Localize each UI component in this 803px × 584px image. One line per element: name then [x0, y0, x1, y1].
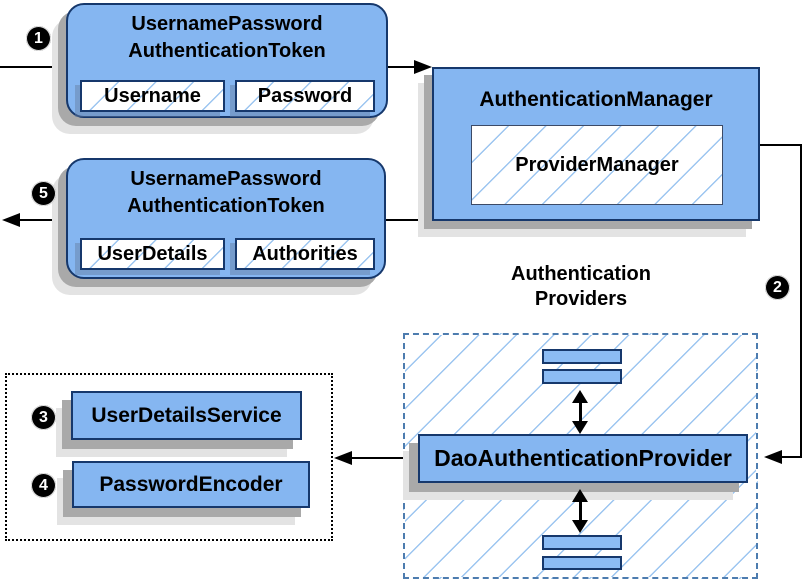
response-token-node: UsernamePassword AuthenticationToken Use… — [66, 158, 386, 279]
user-details-service-node: UserDetailsService — [71, 391, 302, 440]
step-5-badge: 5 — [31, 181, 56, 206]
authentication-manager-node: AuthenticationManager ProviderManager — [432, 67, 760, 221]
user-details-service-label: UserDetailsService — [91, 403, 282, 427]
provider-stack-bar-icon — [542, 369, 622, 384]
double-arrow-icon — [572, 390, 588, 434]
dao-authentication-provider-label: DaoAuthenticationProvider — [434, 445, 732, 471]
step-5-number: 5 — [39, 184, 48, 202]
step-4-number: 4 — [39, 476, 48, 494]
userdetails-field-label: UserDetails — [97, 242, 208, 265]
authorities-field-label: Authorities — [252, 242, 358, 265]
provider-manager-node: ProviderManager — [471, 125, 723, 205]
arrowhead-into-dao-provider — [764, 450, 782, 464]
step-2-badge: 2 — [765, 275, 790, 300]
username-field-label: Username — [104, 84, 201, 107]
password-field-label: Password — [257, 84, 353, 107]
dao-authentication-provider-node: DaoAuthenticationProvider — [418, 434, 748, 483]
userdetails-field-box: UserDetails — [80, 238, 225, 270]
authentication-providers-label-line1: Authentication — [511, 263, 651, 285]
response-token-title-line2: AuthenticationToken — [127, 195, 325, 217]
step-3-number: 3 — [39, 408, 48, 426]
arrowhead-into-authentication-manager — [414, 60, 432, 74]
request-token-title: UsernamePassword AuthenticationToken — [68, 11, 386, 65]
provider-stack-bar-icon — [542, 349, 622, 364]
authorities-field-box: Authorities — [235, 238, 375, 270]
authentication-providers-label: Authentication Providers — [431, 262, 731, 312]
step-1-number: 1 — [34, 29, 43, 47]
step-4-badge: 4 — [31, 473, 56, 498]
step-1-badge: 1 — [26, 26, 51, 51]
password-field-box: Password — [235, 80, 375, 112]
provider-stack-bar-icon — [542, 535, 622, 550]
provider-stack-bar-icon — [542, 556, 622, 570]
request-token-title-line2: AuthenticationToken — [128, 40, 326, 62]
double-arrow-icon — [572, 489, 588, 533]
password-encoder-label: PasswordEncoder — [99, 472, 283, 496]
response-token-title: UsernamePassword AuthenticationToken — [68, 166, 384, 220]
provider-manager-label: ProviderManager — [515, 153, 679, 176]
username-field-box: Username — [80, 80, 225, 112]
password-encoder-node: PasswordEncoder — [72, 461, 310, 508]
authentication-manager-title: AuthenticationManager — [479, 88, 713, 111]
flow-line-step2-bottom — [782, 456, 800, 458]
arrowhead-into-services-box — [334, 451, 352, 465]
flow-line-dao-to-services — [352, 457, 418, 459]
flow-line-step2-top — [758, 144, 802, 146]
flow-line-step2-vertical — [800, 144, 802, 458]
step-2-number: 2 — [773, 278, 782, 296]
response-token-title-line1: UsernamePassword — [130, 168, 322, 190]
request-token-node: UsernamePassword AuthenticationToken Use… — [66, 3, 388, 118]
request-token-title-line1: UsernamePassword — [131, 13, 323, 35]
step-3-badge: 3 — [31, 405, 56, 430]
arrowhead-response-out — [2, 213, 20, 227]
authentication-providers-label-line2: Providers — [534, 288, 628, 310]
